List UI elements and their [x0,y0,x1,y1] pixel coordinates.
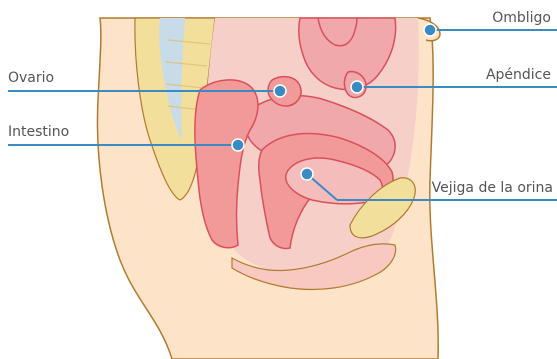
bladder-dot [301,168,313,180]
appendix-dot [351,81,363,93]
label-ovary: Ovario [8,70,54,86]
label-navel: Ombligo [492,10,551,26]
ovary-dot [274,85,286,97]
intestine-dot [232,139,244,151]
label-bladder: Vejiga de la orina [432,180,553,196]
label-intestine: Intestino [8,124,69,140]
navel-dot [424,24,436,36]
label-appendix: Apéndice [486,67,551,83]
